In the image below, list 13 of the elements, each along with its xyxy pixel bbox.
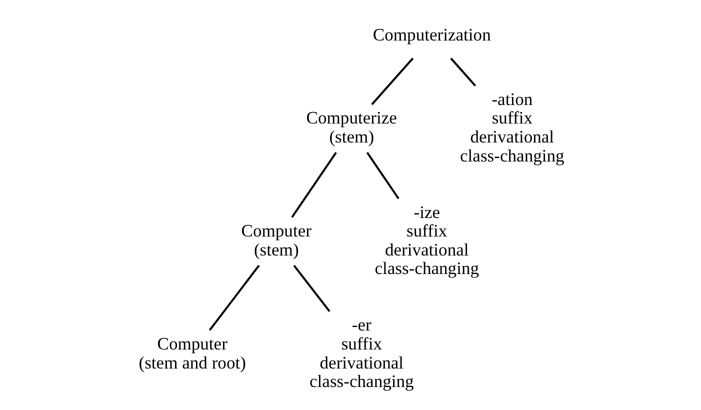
connector — [366, 152, 399, 200]
connector — [290, 152, 336, 218]
node-text: Computerize (stem) — [306, 108, 396, 147]
node-text: Computerization — [372, 24, 490, 44]
node-text: Computer (stem) — [240, 220, 311, 260]
connector — [450, 58, 476, 86]
node-text: -ation suffix derivational class-changing — [460, 88, 564, 166]
connector — [370, 58, 414, 106]
connector — [208, 264, 260, 331]
node-text: -er suffix derivational class-changing — [309, 314, 414, 392]
node-text: -ize suffix derivational class-changing — [374, 202, 479, 278]
node-text: Computer (stem and root) — [138, 333, 246, 372]
connector — [292, 264, 330, 312]
